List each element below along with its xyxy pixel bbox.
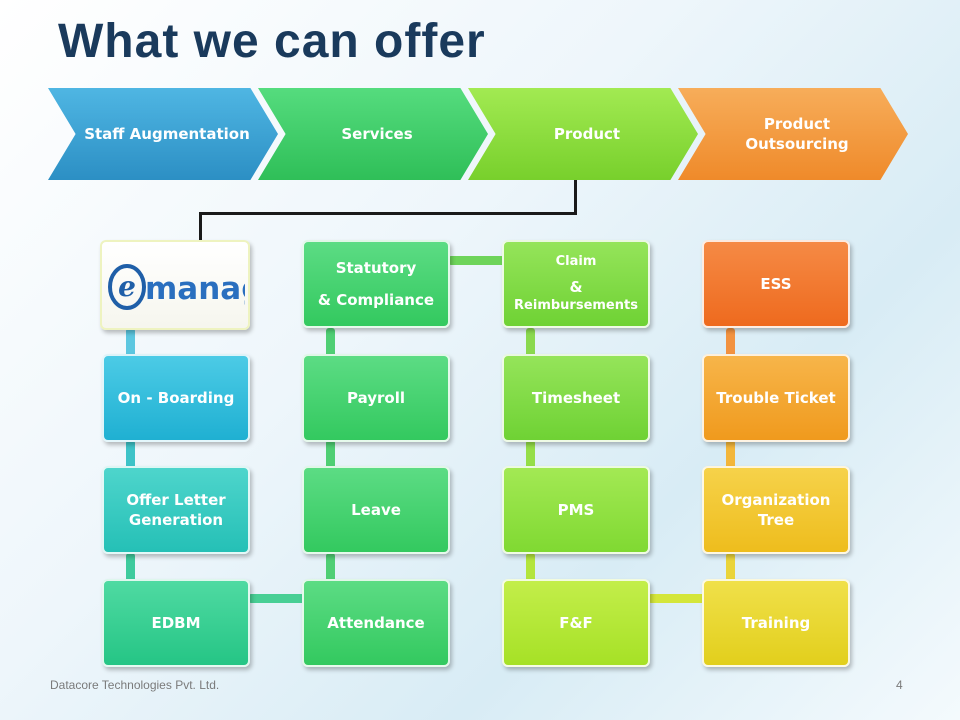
connector-line <box>574 180 577 214</box>
link-connector <box>726 328 735 358</box>
box-ess: ESS <box>702 240 850 328</box>
emanage-logo-icon: e manage <box>108 264 245 310</box>
logo-text: manage <box>145 271 245 307</box>
link-connector <box>126 553 135 583</box>
link-connector <box>326 328 335 358</box>
box-trouble-ticket: Trouble Ticket <box>702 354 850 442</box>
box-ff: F&F <box>502 579 650 667</box>
link-connector <box>248 594 306 603</box>
box-label: Trouble Ticket <box>716 388 836 407</box>
box-attendance: Attendance <box>302 579 450 667</box>
box-label-line: Reimbursements <box>514 298 638 314</box>
box-label: PMS <box>557 500 595 519</box>
box-claim-reimbursements: Claim & Reimbursements <box>502 240 650 328</box>
slide-title: What we can offer <box>58 15 486 68</box>
box-training: Training <box>702 579 850 667</box>
box-label: Offer Letter Generation <box>126 490 226 529</box>
chevron-staff-augmentation: Staff Augmentation <box>48 88 278 180</box>
chevron-label: Staff Augmentation <box>84 124 250 143</box>
box-label: Timesheet <box>531 388 621 407</box>
chevron-label: Services <box>341 124 413 143</box>
connector-line <box>199 212 577 215</box>
box-edbm: EDBM <box>102 579 250 667</box>
box-label: Leave <box>351 500 401 519</box>
box-timesheet: Timesheet <box>502 354 650 442</box>
box-label-line: Statutory <box>335 258 417 277</box>
chevron-product-outsourcing: Product Outsourcing <box>678 88 908 180</box>
chevron-product: Product <box>468 88 698 180</box>
box-label: Payroll <box>346 388 405 407</box>
logo-letter: e <box>118 270 136 303</box>
box-label: Organization Tree <box>721 490 831 529</box>
box-label: Attendance <box>327 613 425 632</box>
link-connector <box>448 256 506 265</box>
box-statutory-compliance: Statutory & Compliance <box>302 240 450 328</box>
box-on-boarding: On - Boarding <box>102 354 250 442</box>
box-label-line: Claim <box>555 254 597 270</box>
chevron-label: Product <box>553 124 621 143</box>
box-label: EDBM <box>151 613 201 632</box>
footer-company: Datacore Technologies Pvt. Ltd. <box>50 678 220 692</box>
page-number: 4 <box>896 678 903 692</box>
box-label: Training <box>741 613 811 632</box>
link-connector <box>126 328 135 358</box>
box-label: F&F <box>559 613 593 632</box>
link-connector <box>526 553 535 583</box>
box-offer-letter-generation: Offer Letter Generation <box>102 466 250 554</box>
link-connector <box>326 553 335 583</box>
box-organization-tree: Organization Tree <box>702 466 850 554</box>
box-payroll: Payroll <box>302 354 450 442</box>
box-label: ESS <box>760 274 792 293</box>
box-label-line: & <box>569 277 583 296</box>
link-connector <box>326 440 335 470</box>
link-connector <box>726 440 735 470</box>
box-leave: Leave <box>302 466 450 554</box>
box-pms: PMS <box>502 466 650 554</box>
box-label-line: & Compliance <box>317 291 435 309</box>
link-connector <box>648 594 706 603</box>
link-connector <box>726 553 735 583</box>
chevron-label: Product Outsourcing <box>745 114 849 153</box>
link-connector <box>526 328 535 358</box>
chevron-services: Services <box>258 88 488 180</box>
link-connector <box>126 440 135 470</box>
emanage-logo: e manage <box>100 240 250 330</box>
box-label: On - Boarding <box>117 388 235 407</box>
connector-line <box>199 212 202 240</box>
link-connector <box>526 440 535 470</box>
